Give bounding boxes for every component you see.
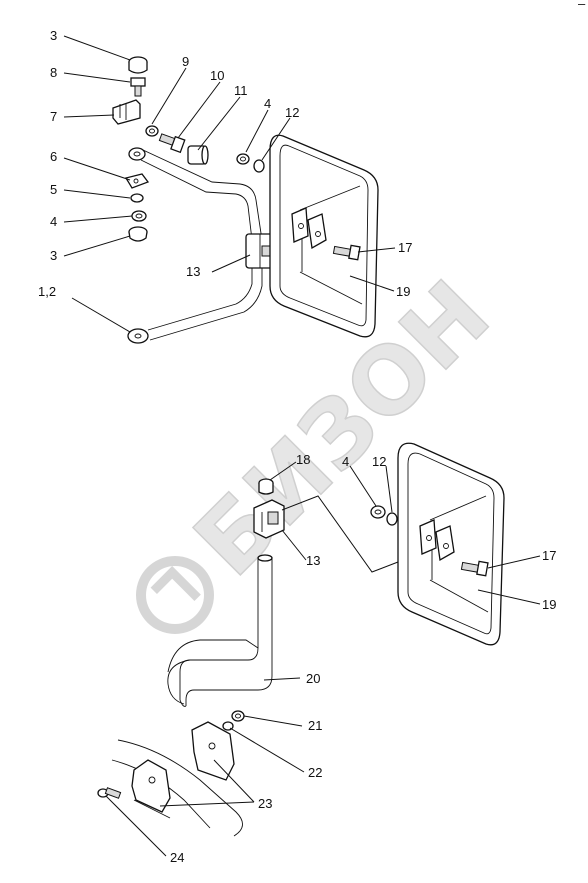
part-bolt-17-top — [332, 244, 361, 261]
callout-17-top: 17 — [398, 240, 412, 255]
part-bolt-24 — [97, 787, 122, 799]
part-nut-4-left — [131, 210, 147, 222]
callout-17-bottom: 17 — [542, 548, 556, 563]
part-bushing-11 — [187, 145, 209, 165]
part-cap-3-left — [128, 226, 148, 242]
callout-7: 7 — [50, 109, 57, 124]
callout-6: 6 — [50, 149, 57, 164]
callout-3-top: 3 — [50, 28, 57, 43]
callout-19-bottom: 19 — [542, 597, 556, 612]
callout-24: 24 — [170, 850, 184, 865]
callout-19-top: 19 — [396, 284, 410, 299]
part-clamp-13-bottom — [253, 499, 285, 539]
part-bolt-17-bottom — [460, 560, 489, 577]
leader-lines — [63, 35, 541, 857]
callout-23: 23 — [258, 796, 272, 811]
callout-12-top: 12 — [285, 105, 299, 120]
callout-labels: 3 8 7 9 10 11 4 12 6 5 4 3 13 17 1,2 19 … — [38, 28, 556, 865]
part-arm-lower — [127, 268, 263, 344]
callout-5: 5 — [50, 182, 57, 197]
mirror-hinge-bottom — [419, 519, 455, 562]
callout-3-left: 3 — [50, 248, 57, 263]
callout-13-top: 13 — [186, 264, 200, 279]
part-pin-18 — [258, 478, 274, 495]
part-washer-5 — [130, 193, 144, 203]
part-nut-21 — [231, 710, 245, 722]
callout-4-left: 4 — [50, 214, 57, 229]
part-washer-12-bottom — [386, 512, 398, 526]
part-post-20 — [167, 554, 273, 707]
callout-21: 21 — [308, 718, 322, 733]
callout-18: 18 — [296, 452, 310, 467]
corner-mark: – — [578, 0, 586, 11]
callout-8: 8 — [50, 65, 57, 80]
part-mirror-bottom — [397, 442, 505, 646]
callout-9: 9 — [182, 54, 189, 69]
watermark-logo-icon — [136, 556, 214, 634]
part-bracket-7 — [112, 99, 141, 125]
callout-4-bottom: 4 — [342, 454, 349, 469]
part-nut-4-bottom — [370, 505, 386, 519]
callout-13-bottom: 13 — [306, 553, 320, 568]
part-cap — [128, 56, 148, 74]
mirror-hinge-top — [291, 207, 327, 250]
part-washer-9 — [145, 125, 159, 137]
part-mirror-top — [269, 134, 379, 338]
callout-20: 20 — [306, 671, 320, 686]
callout-4-top: 4 — [264, 96, 271, 111]
part-bracket-23-left — [131, 759, 171, 819]
part-arm-upper — [140, 149, 263, 241]
part-bolt-8 — [130, 77, 146, 97]
frame-outline — [117, 739, 243, 837]
callout-12-bottom: 12 — [372, 454, 386, 469]
part-plate-6 — [124, 173, 150, 189]
callout-22: 22 — [308, 765, 322, 780]
callout-10: 10 — [210, 68, 224, 83]
assembly-link-line — [281, 495, 399, 573]
callout-11: 11 — [234, 83, 248, 98]
part-washer-12-top — [253, 159, 265, 173]
part-bracket-23-right — [191, 721, 235, 781]
part-nut-4-top — [236, 153, 250, 165]
part-link-6 — [128, 147, 146, 161]
part-bolt-10 — [158, 133, 186, 154]
callout-1-2: 1,2 — [38, 284, 56, 299]
